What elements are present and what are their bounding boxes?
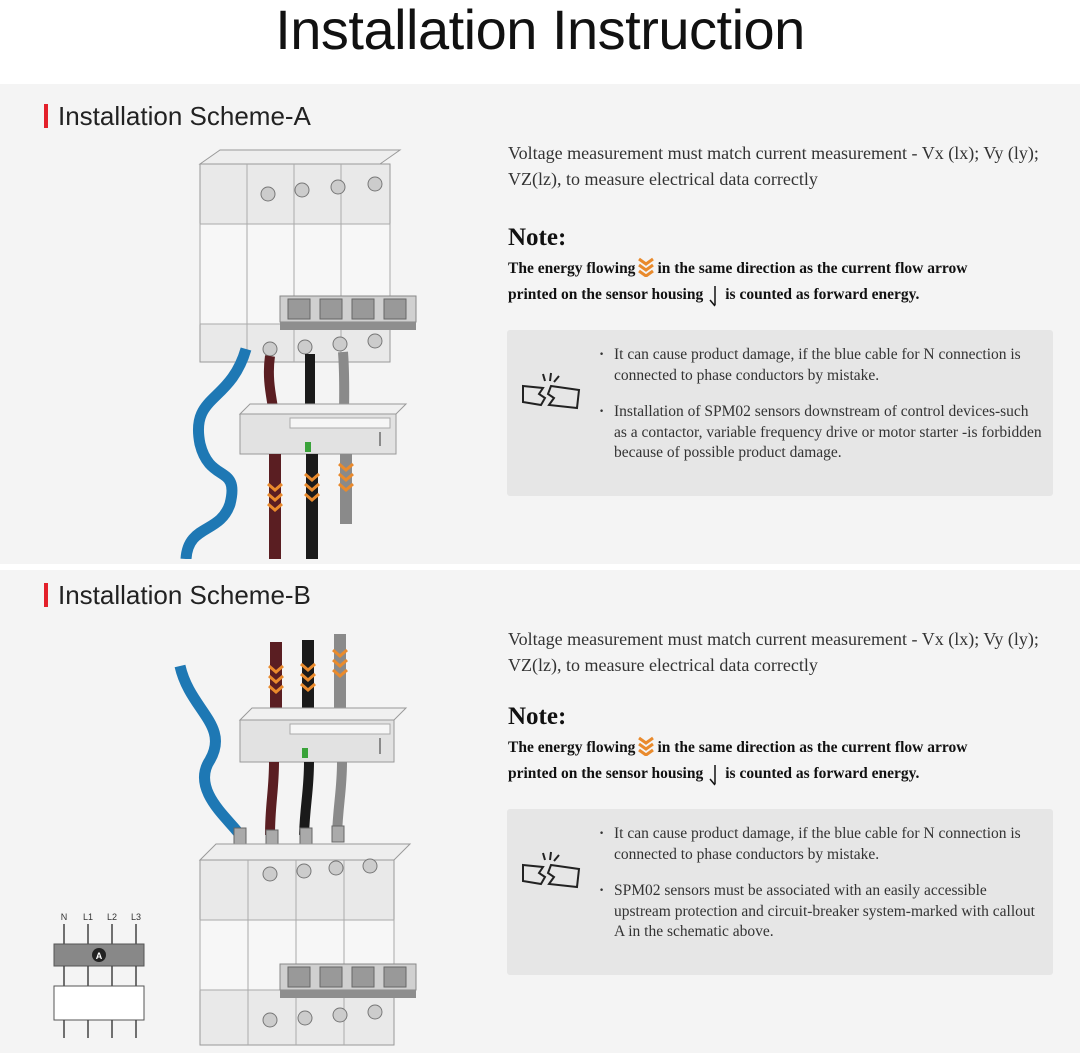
scheme-b-warning-list: It can cause product damage, if the blue… <box>599 824 1043 959</box>
scheme-a-note-title: Note: <box>508 224 567 251</box>
scheme-a-section: Installation Scheme-A <box>0 84 1080 564</box>
scheme-b-note-title: Note: <box>508 703 567 730</box>
page-title: Installation Instruction <box>275 0 805 61</box>
broken-device-icon <box>521 372 583 412</box>
flow-chevron-icon <box>637 736 655 756</box>
broken-device-icon <box>521 851 583 891</box>
scheme-a-warning-box: It can cause product damage, if the blue… <box>507 330 1053 496</box>
warning-item: Installation of SPM02 sensors downstream… <box>599 402 1043 464</box>
scheme-b-warning-box: It can cause product damage, if the blue… <box>507 809 1053 975</box>
scheme-b-heading: Installation Scheme-B <box>44 580 311 610</box>
flow-chevron-icon <box>637 257 655 277</box>
heading-accent-bar <box>44 104 48 128</box>
scheme-a-diagram <box>170 144 470 559</box>
current-arrow-icon <box>709 285 719 307</box>
scheme-b-description: Voltage measurement must match current m… <box>508 629 1039 675</box>
schematic-label-l2: L2 <box>107 912 117 922</box>
scheme-a-warning-list: It can cause product damage, if the blue… <box>599 345 1043 480</box>
schematic-label-n: N <box>61 912 68 922</box>
callout-schematic: N L1 L2 L3 A <box>52 910 152 1040</box>
current-arrow-icon <box>709 764 719 786</box>
scheme-b-section: Installation Scheme-B <box>0 570 1080 1053</box>
warning-item: SPM02 sensors must be associated with an… <box>599 881 1043 943</box>
schematic-label-l3: L3 <box>131 912 141 922</box>
warning-item: It can cause product damage, if the blue… <box>599 345 1043 386</box>
callout-a-label: A <box>96 951 103 961</box>
warning-item: It can cause product damage, if the blue… <box>599 824 1043 865</box>
schematic-label-l1: L1 <box>83 912 93 922</box>
scheme-a-heading: Installation Scheme-A <box>44 101 311 131</box>
scheme-b-diagram <box>170 630 430 1050</box>
scheme-a-description: Voltage measurement must match current m… <box>508 143 1039 189</box>
heading-accent-bar <box>44 583 48 607</box>
